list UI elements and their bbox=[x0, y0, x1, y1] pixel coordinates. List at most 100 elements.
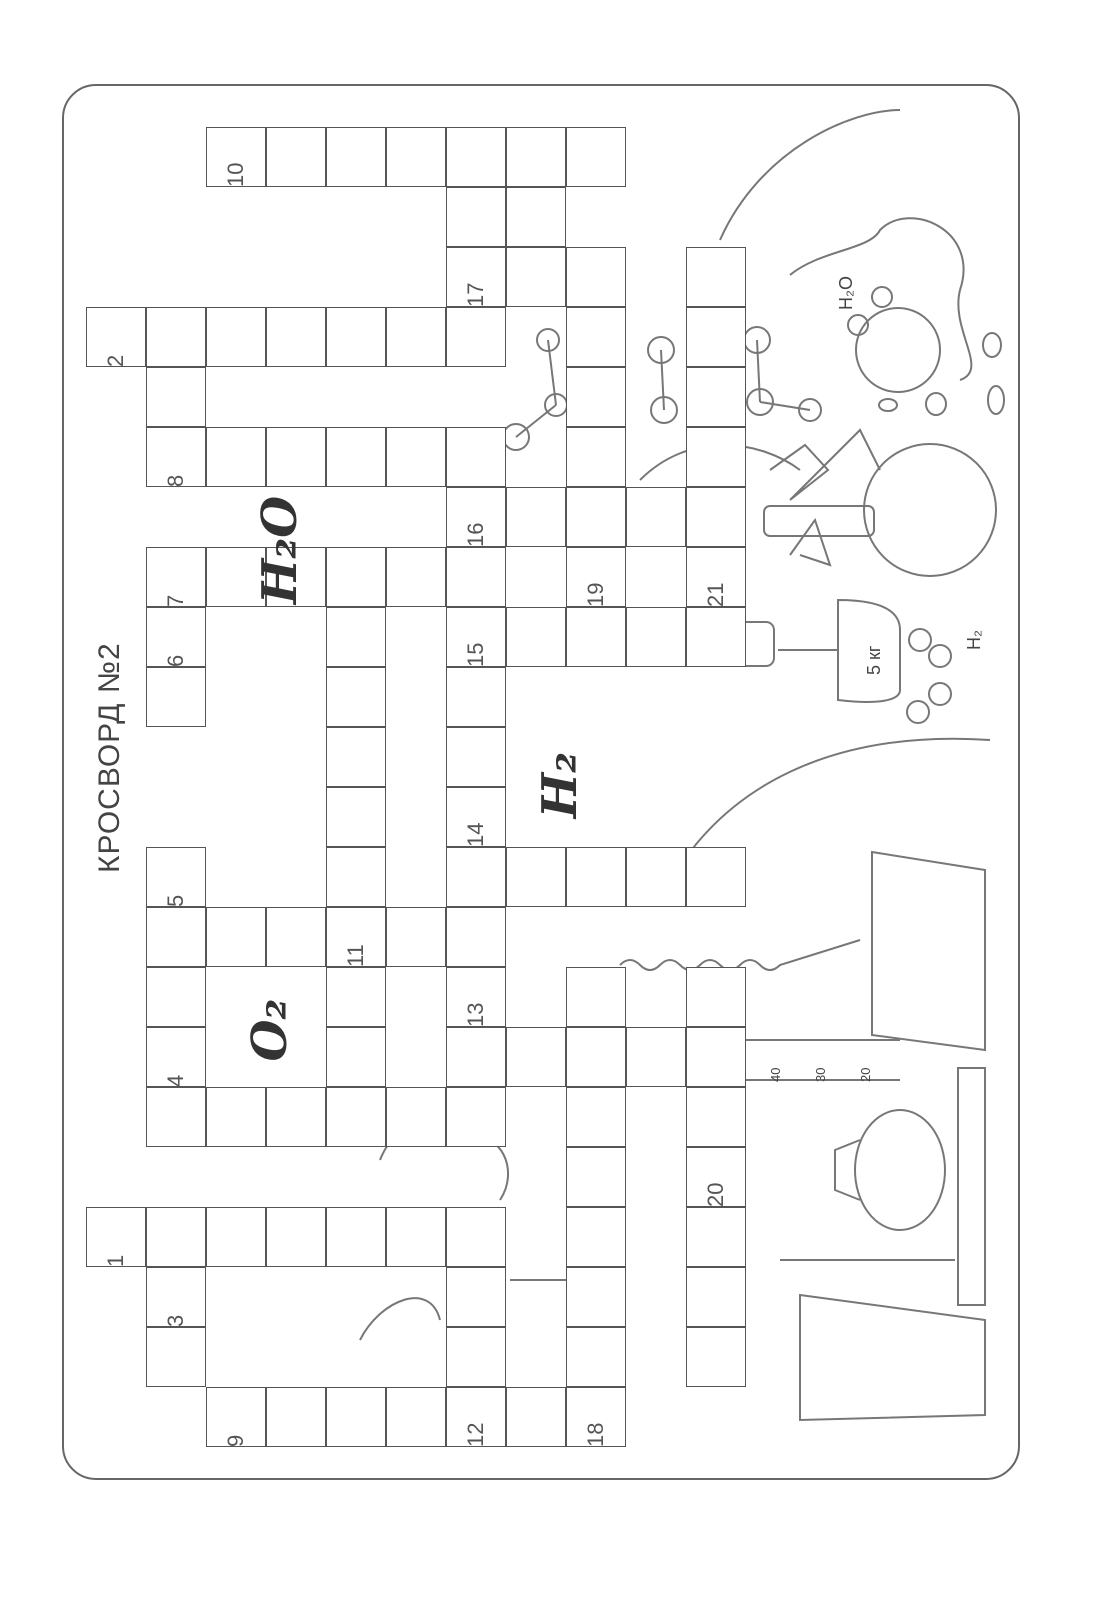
crossword-cell[interactable] bbox=[326, 547, 386, 607]
crossword-cell[interactable] bbox=[686, 487, 746, 547]
crossword-cell[interactable] bbox=[566, 367, 626, 427]
crossword-cell[interactable] bbox=[446, 1087, 506, 1147]
crossword-cell[interactable] bbox=[146, 367, 206, 427]
crossword-cell[interactable] bbox=[446, 907, 506, 967]
crossword-cell[interactable] bbox=[206, 907, 266, 967]
crossword-cell[interactable] bbox=[506, 847, 566, 907]
crossword-cell[interactable] bbox=[386, 547, 446, 607]
crossword-cell[interactable] bbox=[686, 1087, 746, 1147]
crossword-cell[interactable] bbox=[566, 487, 626, 547]
crossword-cell[interactable] bbox=[686, 247, 746, 307]
crossword-cell[interactable] bbox=[566, 1267, 626, 1327]
crossword-cell[interactable] bbox=[206, 307, 266, 367]
crossword-cell[interactable] bbox=[626, 487, 686, 547]
crossword-cell[interactable] bbox=[446, 127, 506, 187]
crossword-cell[interactable] bbox=[206, 547, 266, 607]
crossword-cell[interactable] bbox=[446, 667, 506, 727]
crossword-cell[interactable] bbox=[386, 1207, 446, 1267]
crossword-cell[interactable] bbox=[326, 787, 386, 847]
crossword-cell[interactable] bbox=[566, 307, 626, 367]
crossword-cell[interactable] bbox=[206, 127, 266, 187]
crossword-cell[interactable] bbox=[326, 1087, 386, 1147]
crossword-cell[interactable] bbox=[566, 547, 626, 607]
crossword-cell[interactable] bbox=[386, 307, 446, 367]
crossword-cell[interactable] bbox=[386, 1387, 446, 1447]
crossword-cell[interactable] bbox=[686, 307, 746, 367]
crossword-cell[interactable] bbox=[566, 607, 626, 667]
crossword-cell[interactable] bbox=[326, 847, 386, 907]
crossword-cell[interactable] bbox=[686, 427, 746, 487]
crossword-cell[interactable] bbox=[686, 607, 746, 667]
crossword-cell[interactable] bbox=[326, 127, 386, 187]
crossword-cell[interactable] bbox=[446, 307, 506, 367]
crossword-cell[interactable] bbox=[506, 1387, 566, 1447]
crossword-cell[interactable] bbox=[566, 1087, 626, 1147]
crossword-cell[interactable] bbox=[686, 1267, 746, 1327]
crossword-cell[interactable] bbox=[446, 547, 506, 607]
crossword-cell[interactable] bbox=[446, 787, 506, 847]
crossword-cell[interactable] bbox=[146, 1027, 206, 1087]
crossword-cell[interactable] bbox=[206, 427, 266, 487]
crossword-cell[interactable] bbox=[326, 607, 386, 667]
crossword-cell[interactable] bbox=[566, 427, 626, 487]
crossword-cell[interactable] bbox=[386, 127, 446, 187]
crossword-cell[interactable] bbox=[446, 487, 506, 547]
crossword-cell[interactable] bbox=[446, 607, 506, 667]
crossword-cell[interactable] bbox=[266, 127, 326, 187]
crossword-cell[interactable] bbox=[326, 667, 386, 727]
crossword-cell[interactable] bbox=[266, 427, 326, 487]
crossword-cell[interactable] bbox=[266, 307, 326, 367]
crossword-cell[interactable] bbox=[86, 1207, 146, 1267]
crossword-cell[interactable] bbox=[326, 307, 386, 367]
crossword-cell[interactable] bbox=[566, 1327, 626, 1387]
crossword-cell[interactable] bbox=[386, 427, 446, 487]
crossword-cell[interactable] bbox=[266, 547, 326, 607]
crossword-cell[interactable] bbox=[326, 427, 386, 487]
crossword-cell[interactable] bbox=[326, 1207, 386, 1267]
crossword-cell[interactable] bbox=[566, 1207, 626, 1267]
crossword-cell[interactable] bbox=[686, 1327, 746, 1387]
crossword-cell[interactable] bbox=[566, 1147, 626, 1207]
crossword-cell[interactable] bbox=[506, 127, 566, 187]
crossword-cell[interactable] bbox=[146, 1327, 206, 1387]
crossword-cell[interactable] bbox=[506, 1027, 566, 1087]
crossword-cell[interactable] bbox=[146, 847, 206, 907]
crossword-cell[interactable] bbox=[506, 187, 566, 247]
crossword-cell[interactable] bbox=[626, 1027, 686, 1087]
crossword-cell[interactable] bbox=[266, 1387, 326, 1447]
crossword-cell[interactable] bbox=[446, 1327, 506, 1387]
crossword-cell[interactable] bbox=[566, 1027, 626, 1087]
crossword-cell[interactable] bbox=[566, 847, 626, 907]
crossword-cell[interactable] bbox=[146, 1267, 206, 1327]
crossword-cell[interactable] bbox=[686, 367, 746, 427]
crossword-cell[interactable] bbox=[146, 427, 206, 487]
crossword-cell[interactable] bbox=[566, 127, 626, 187]
crossword-cell[interactable] bbox=[446, 1027, 506, 1087]
crossword-cell[interactable] bbox=[626, 847, 686, 907]
crossword-cell[interactable] bbox=[686, 847, 746, 907]
crossword-cell[interactable] bbox=[686, 1027, 746, 1087]
crossword-cell[interactable] bbox=[626, 607, 686, 667]
crossword-cell[interactable] bbox=[146, 307, 206, 367]
crossword-cell[interactable] bbox=[86, 307, 146, 367]
crossword-cell[interactable] bbox=[686, 1147, 746, 1207]
crossword-cell[interactable] bbox=[146, 967, 206, 1027]
crossword-cell[interactable] bbox=[146, 907, 206, 967]
crossword-cell[interactable] bbox=[566, 247, 626, 307]
crossword-cell[interactable] bbox=[446, 427, 506, 487]
crossword-cell[interactable] bbox=[146, 607, 206, 667]
crossword-cell[interactable] bbox=[566, 1387, 626, 1447]
crossword-cell[interactable] bbox=[386, 907, 446, 967]
crossword-cell[interactable] bbox=[506, 487, 566, 547]
crossword-cell[interactable] bbox=[326, 1027, 386, 1087]
crossword-cell[interactable] bbox=[446, 1387, 506, 1447]
crossword-cell[interactable] bbox=[146, 1087, 206, 1147]
crossword-cell[interactable] bbox=[686, 967, 746, 1027]
crossword-cell[interactable] bbox=[266, 907, 326, 967]
crossword-cell[interactable] bbox=[446, 247, 506, 307]
crossword-cell[interactable] bbox=[326, 1387, 386, 1447]
crossword-cell[interactable] bbox=[506, 247, 566, 307]
crossword-cell[interactable] bbox=[446, 727, 506, 787]
crossword-cell[interactable] bbox=[266, 1087, 326, 1147]
crossword-cell[interactable] bbox=[446, 1267, 506, 1327]
